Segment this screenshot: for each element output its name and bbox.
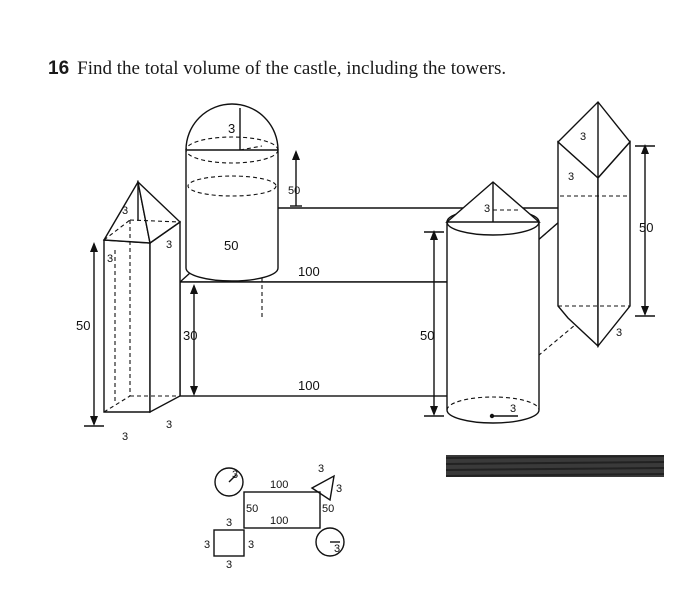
arrow-up-icon bbox=[430, 230, 438, 240]
scribble-redaction bbox=[445, 455, 665, 477]
prism-height-label: 50 bbox=[639, 220, 653, 235]
prism-left-face bbox=[557, 140, 599, 348]
hidden-edge bbox=[129, 219, 181, 223]
main-bottom-length-label: 100 bbox=[298, 378, 320, 393]
right-triangular-prism: 3 3 3 bbox=[556, 100, 631, 348]
plan-sq-left-label: 3 bbox=[204, 539, 210, 551]
left-tower-height-label: 50 bbox=[76, 318, 90, 333]
plan-right-depth-label: 50 bbox=[322, 503, 334, 515]
plan-tri-top-label: 3 bbox=[318, 463, 324, 475]
hidden-edge bbox=[489, 324, 576, 397]
pyramid-side bbox=[136, 179, 182, 245]
plan-top-length-label: 100 bbox=[270, 479, 288, 491]
prism-height-marker: 50 bbox=[635, 144, 655, 317]
arrow-down-icon bbox=[641, 306, 649, 316]
main-height-marker: 30 bbox=[183, 284, 198, 396]
left-tower-side bbox=[149, 220, 181, 414]
plan-tri-side-label: 3 bbox=[336, 483, 342, 495]
plan-circle-tl-label: 3 bbox=[232, 469, 238, 481]
arrow-up-icon bbox=[641, 144, 649, 154]
dome-height-label: 50 bbox=[288, 185, 300, 197]
center-dot bbox=[489, 413, 495, 419]
plan-sq-right-label: 3 bbox=[248, 539, 254, 551]
left-tower-base-a-label: 3 bbox=[122, 431, 128, 443]
dome-height-marker: 50 bbox=[288, 150, 302, 207]
plan-triangle bbox=[310, 474, 335, 502]
left-tower-base-b-label: 3 bbox=[166, 419, 172, 431]
plan-sq-bottom-label: 3 bbox=[226, 559, 232, 571]
plan-circle-top-left bbox=[214, 467, 244, 497]
arrow-down-icon bbox=[190, 386, 198, 396]
left-tower-top-b-label: 3 bbox=[166, 239, 172, 251]
hidden-edge bbox=[103, 219, 131, 241]
hidden-edge bbox=[103, 395, 131, 413]
prism-right-face bbox=[597, 140, 631, 348]
main-depth-label: 50 bbox=[224, 238, 238, 253]
plan-bottom-length-label: 100 bbox=[270, 515, 288, 527]
redaction-block bbox=[446, 455, 664, 477]
prism-top-b-label: 3 bbox=[568, 171, 574, 183]
left-cylinder-with-dome: 3 bbox=[185, 103, 279, 282]
left-square-tower: 3 3 3 3 3 bbox=[102, 179, 182, 443]
plan-radius-line bbox=[228, 474, 237, 483]
arrow-up-icon bbox=[190, 284, 198, 294]
plan-circle-bottom-right bbox=[315, 527, 345, 557]
left-tower-front bbox=[103, 239, 151, 413]
main-height-label: 30 bbox=[183, 328, 197, 343]
cone-radius-label: 3 bbox=[484, 203, 490, 215]
dome-outline bbox=[185, 103, 279, 151]
main-top-length-label: 100 bbox=[298, 264, 320, 279]
plan-circle-br-label: 3 bbox=[334, 543, 340, 555]
question-number: 16 bbox=[48, 58, 70, 79]
right-cyl-radius-label: 3 bbox=[510, 403, 516, 415]
dome-radius-label: 3 bbox=[228, 121, 235, 136]
arrow-down-icon bbox=[430, 406, 438, 416]
left-tower-side-label: 3 bbox=[107, 253, 113, 265]
cylinder-mid-ellipse bbox=[187, 175, 277, 197]
plan-rectangle bbox=[243, 491, 321, 529]
arrow-down-icon bbox=[90, 416, 98, 426]
right-cylinder-with-cone: 3 3 bbox=[445, 181, 541, 424]
cylinder-base-back bbox=[446, 396, 540, 411]
prism-base-label: 3 bbox=[616, 327, 622, 339]
plan-view: 3 100 50 100 50 3 3 3 3 3 3 3 bbox=[204, 463, 345, 571]
arrow-up-icon bbox=[90, 242, 98, 252]
right-cylinder-height-marker: 50 bbox=[420, 230, 444, 417]
question-prompt: Find the total volume of the castle, inc… bbox=[77, 58, 507, 79]
dome-base-ellipse bbox=[185, 136, 279, 164]
right-cyl-height-label: 50 bbox=[420, 328, 434, 343]
main-block-front-face bbox=[179, 281, 491, 397]
plan-square bbox=[213, 529, 245, 557]
dome-radius-line bbox=[239, 145, 263, 151]
plan-left-depth-label: 50 bbox=[246, 503, 258, 515]
arrow-up-icon bbox=[292, 150, 300, 160]
right-cylinder-body bbox=[446, 221, 540, 424]
left-tower-height-marker: 50 bbox=[76, 242, 104, 427]
scribble-lines bbox=[445, 455, 665, 477]
left-cylinder-body bbox=[185, 149, 279, 282]
left-tower-top-a-label: 3 bbox=[122, 205, 128, 217]
question-text: 16 Find the total volume of the castle, i… bbox=[48, 58, 648, 80]
plan-sq-top-label: 3 bbox=[226, 517, 232, 529]
prism-top-a-label: 3 bbox=[580, 131, 586, 143]
